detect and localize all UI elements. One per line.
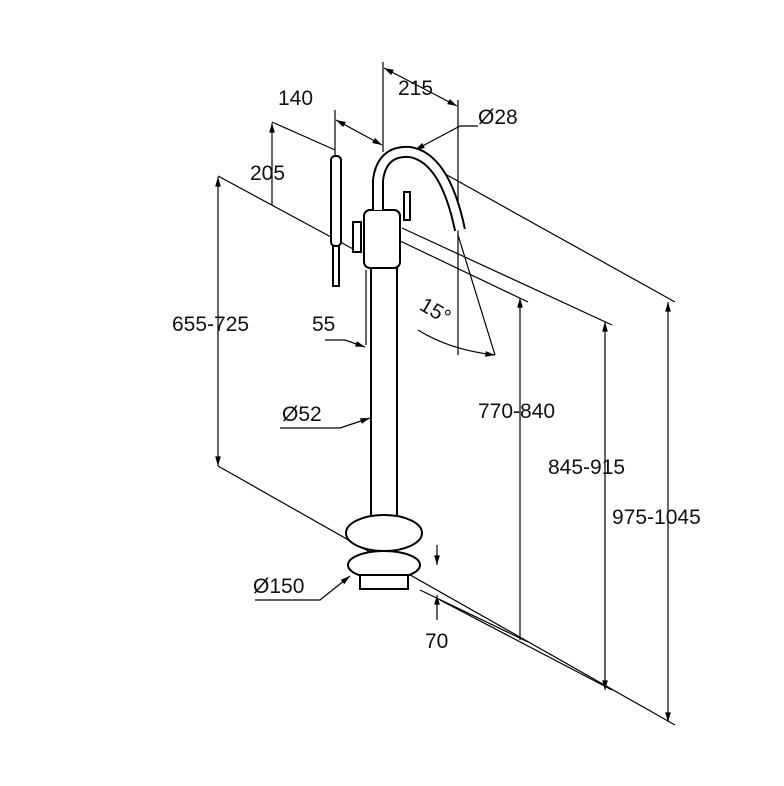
handle-right	[403, 191, 411, 221]
base-rosette	[345, 514, 423, 552]
dim-140: 140	[278, 87, 313, 110]
dimension-labels: 140 215 Ø28 205 655-725 55 15° Ø52 770-8…	[172, 77, 701, 653]
dim-845-915: 845-915	[548, 456, 625, 479]
dim-55: 55	[312, 313, 335, 336]
hand-shower-handle	[332, 245, 340, 287]
dim-diameter-150: Ø150	[253, 575, 304, 598]
dim-diameter-28: Ø28	[478, 106, 518, 129]
dim-215: 215	[398, 77, 433, 100]
dim-diameter-52: Ø52	[282, 403, 322, 426]
dim-975-1045: 975-1045	[612, 506, 701, 529]
dim-70: 70	[425, 630, 448, 653]
extension-lines	[217, 62, 676, 726]
dim-770-840: 770-840	[478, 400, 555, 423]
dim-angle-15: 15°	[416, 293, 455, 329]
dim-655-725: 655-725	[172, 313, 249, 336]
hand-shower	[330, 155, 342, 247]
spout	[374, 147, 464, 231]
faucet-column	[370, 264, 398, 526]
mixer-body	[363, 209, 401, 269]
faucet	[330, 145, 466, 590]
dim-205: 205	[250, 162, 285, 185]
handle-left	[352, 221, 362, 253]
dimension-lines	[215, 67, 671, 722]
